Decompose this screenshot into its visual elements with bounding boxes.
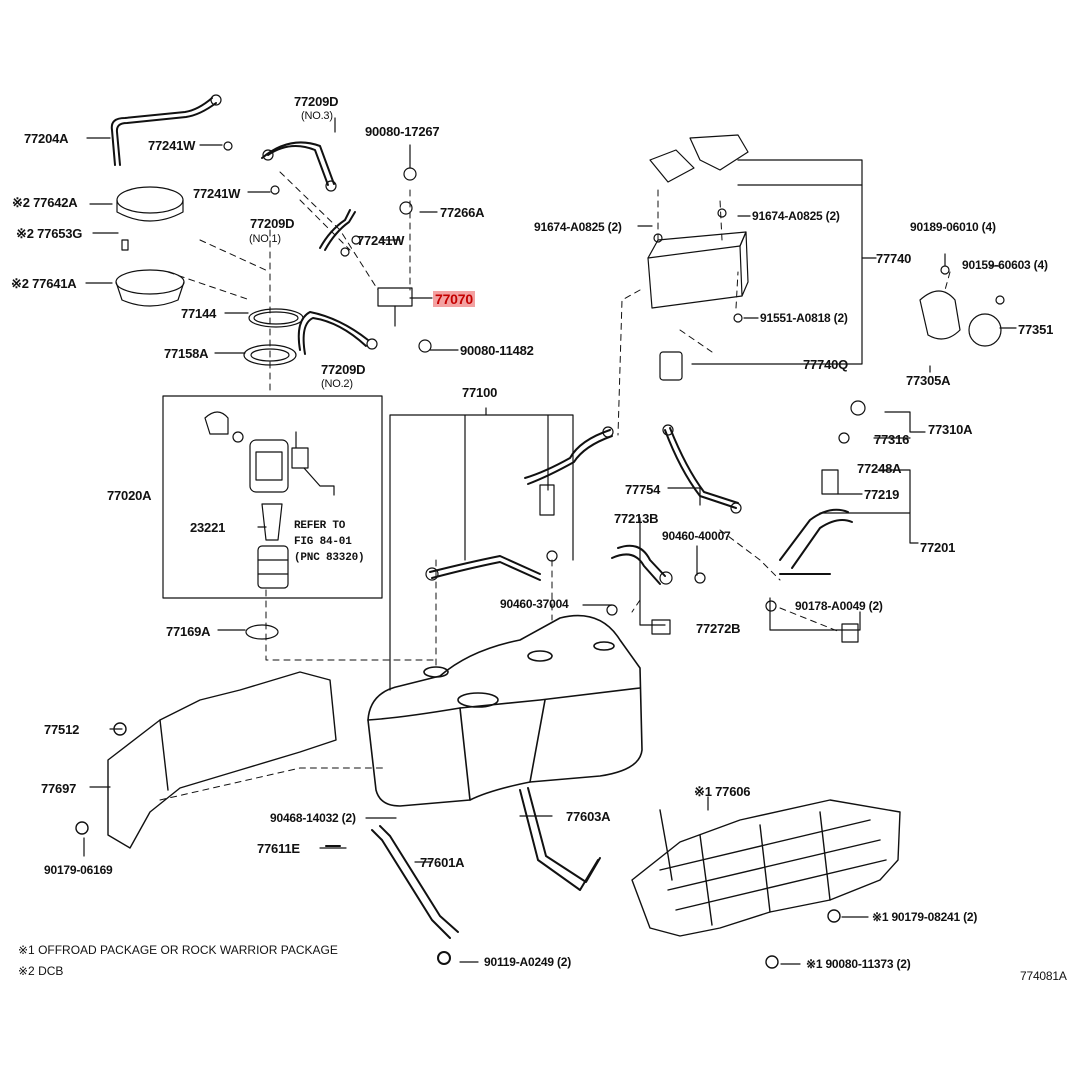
- skid-plate: [631, 799, 901, 969]
- fuel-lines: [110, 97, 369, 355]
- part-sublabel-no1: (NO.1): [249, 233, 281, 245]
- part-label-77512[interactable]: 77512: [44, 722, 80, 737]
- part-sublabel-no2: (NO.2): [321, 378, 353, 390]
- footnote-2: ※2 DCB: [18, 964, 64, 978]
- part-label-77351[interactable]: 77351: [1018, 322, 1054, 337]
- part-label-90159[interactable]: 90159-60603 (4): [962, 258, 1048, 272]
- part-label-77272b[interactable]: 77272B: [696, 621, 741, 636]
- part-label-77653g[interactable]: ※2 77653G: [16, 226, 83, 241]
- part-label-77158a[interactable]: 77158A: [164, 346, 209, 361]
- fuel-pump-assembly: [204, 411, 335, 589]
- footnote-1: ※1 OFFROAD PACKAGE OR ROCK WARRIOR PACKA…: [18, 943, 338, 957]
- part-label-77266a[interactable]: 77266A: [440, 205, 485, 220]
- part-label-77740[interactable]: 77740: [876, 251, 912, 266]
- part-label-77241w-1[interactable]: 77241W: [148, 138, 196, 153]
- part-label-77209d-no2[interactable]: 77209D: [321, 362, 366, 377]
- part-label-91674-left[interactable]: 91674-A0825 (2): [534, 220, 622, 234]
- part-label-77740q[interactable]: 77740Q: [803, 357, 849, 372]
- part-label-77606[interactable]: ※1 77606: [694, 784, 751, 799]
- part-label-90179-08241[interactable]: ※1 90179-08241 (2): [872, 910, 978, 924]
- part-label-90119[interactable]: 90119-A0249 (2): [484, 955, 572, 969]
- part-label-77641a[interactable]: ※2 77641A: [11, 276, 77, 291]
- diagram-id: 774081A: [1020, 969, 1067, 983]
- part-label-77241w-3[interactable]: 77241W: [357, 233, 405, 248]
- part-label-77611e[interactable]: 77611E: [257, 841, 300, 856]
- part-label-90080-17267[interactable]: 90080-17267: [365, 124, 440, 139]
- filler-neck-parts-left: [115, 186, 304, 640]
- part-label-77201[interactable]: 77201: [920, 540, 956, 555]
- part-label-90460-37004[interactable]: 90460-37004: [500, 597, 569, 611]
- part-label-77601a[interactable]: 77601A: [420, 855, 465, 870]
- part-label-77204a[interactable]: 77204A: [24, 131, 69, 146]
- filler-pipes-right: [429, 427, 853, 585]
- part-label-77213b[interactable]: 77213B: [614, 511, 659, 526]
- part-label-77209d-no1[interactable]: 77209D: [250, 216, 295, 231]
- part-label-77642a[interactable]: ※2 77642A: [12, 195, 78, 210]
- part-label-77020a[interactable]: 77020A: [107, 488, 152, 503]
- part-label-91674-right[interactable]: 91674-A0825 (2): [752, 209, 840, 223]
- part-label-77219[interactable]: 77219: [864, 487, 900, 502]
- part-label-90179-06169[interactable]: 90179-06169: [44, 863, 113, 877]
- part-label-77241w-2[interactable]: 77241W: [193, 186, 241, 201]
- part-label-90080-11373[interactable]: ※1 90080-11373 (2): [806, 957, 911, 971]
- fittings-top-left: [210, 94, 378, 350]
- part-label-77248a[interactable]: 77248A: [857, 461, 902, 476]
- part-label-77603a[interactable]: 77603A: [566, 809, 611, 824]
- part-sublabel-no3: (NO.3): [301, 110, 333, 122]
- part-label-77070-highlighted[interactable]: 77070: [433, 291, 475, 307]
- part-label-77316[interactable]: 77316: [874, 432, 910, 447]
- part-label-91551[interactable]: 91551-A0818 (2): [760, 311, 848, 325]
- part-label-90189[interactable]: 90189-06010 (4): [910, 220, 996, 234]
- part-label-90178[interactable]: 90178-A0049 (2): [795, 599, 883, 613]
- part-label-77305a[interactable]: 77305A: [906, 373, 951, 388]
- part-label-77209d-no3[interactable]: 77209D: [294, 94, 339, 109]
- refer-note-line3: (PNC 83320): [294, 552, 365, 564]
- part-label-77310a[interactable]: 77310A: [928, 422, 973, 437]
- pump-assembly-box: [162, 395, 383, 599]
- refer-note-line2: FIG 84-01: [294, 536, 352, 548]
- charcoal-canister: [647, 134, 1005, 381]
- tank-straps: [325, 787, 601, 965]
- part-label-77144[interactable]: 77144: [181, 306, 217, 321]
- part-label-77100[interactable]: 77100: [462, 385, 498, 400]
- leader-lines: [83, 117, 1017, 965]
- fuel-tank: [367, 614, 643, 807]
- part-label-90468[interactable]: 90468-14032 (2): [270, 811, 356, 825]
- dashed-guides: [159, 171, 951, 801]
- vent-valve-77070: [377, 167, 432, 353]
- part-label-90460-40007[interactable]: 90460-40007: [662, 529, 731, 543]
- part-label-23221[interactable]: 23221: [190, 520, 226, 535]
- part-label-90080-11482[interactable]: 90080-11482: [460, 343, 534, 358]
- part-label-77697[interactable]: 77697: [41, 781, 77, 796]
- part-label-77169a[interactable]: 77169A: [166, 624, 211, 639]
- heat-shield: [75, 671, 337, 849]
- part-label-77754[interactable]: 77754: [625, 482, 661, 497]
- refer-note-line1: REFER TO: [294, 520, 346, 532]
- fittings-right: [425, 400, 866, 643]
